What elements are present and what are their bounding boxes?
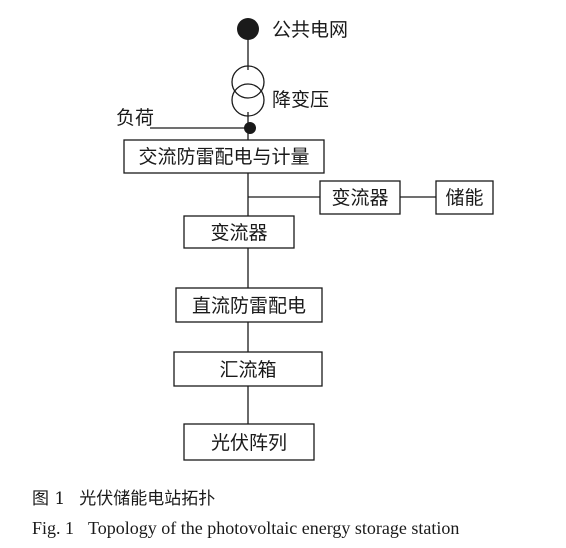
main-converter-label: 变流器 xyxy=(210,222,267,244)
load-label: 负荷 xyxy=(116,107,154,129)
public-grid-node xyxy=(237,18,259,40)
figure-caption-en: Fig. 1 Topology of the photovoltaic energ… xyxy=(32,518,459,539)
caption-en-text: Topology of the photovoltaic energy stor… xyxy=(88,518,460,538)
figure-caption-cn: 图 1 光伏储能电站拓扑 xyxy=(32,484,215,509)
main-converter-box: 变流器 xyxy=(183,215,295,249)
storage-box: 储能 xyxy=(435,180,494,215)
ac-protection-label: 交流防雷配电与计量 xyxy=(138,146,309,168)
load-junction-node xyxy=(244,122,256,134)
pv-array-label: 光伏阵列 xyxy=(211,432,287,454)
caption-cn-number: 图 1 xyxy=(32,489,66,509)
pv-array-box: 光伏阵列 xyxy=(183,423,315,461)
combiner-box: 汇流箱 xyxy=(173,351,323,387)
dc-protection-label: 直流防雷配电 xyxy=(192,295,306,317)
dc-protection-box: 直流防雷配电 xyxy=(175,287,323,323)
transformer-icon xyxy=(231,65,265,117)
ac-protection-box: 交流防雷配电与计量 xyxy=(123,139,325,174)
branch-converter-box: 变流器 xyxy=(319,180,401,215)
transformer-label: 降变压 xyxy=(272,89,329,111)
branch-converter-label: 变流器 xyxy=(331,187,388,209)
caption-en-number: Fig. 1 xyxy=(32,518,75,538)
caption-cn-text: 光伏储能电站拓扑 xyxy=(79,489,216,509)
storage-label: 储能 xyxy=(445,187,483,209)
combiner-label: 汇流箱 xyxy=(219,359,276,381)
public-grid-label: 公共电网 xyxy=(272,19,348,41)
